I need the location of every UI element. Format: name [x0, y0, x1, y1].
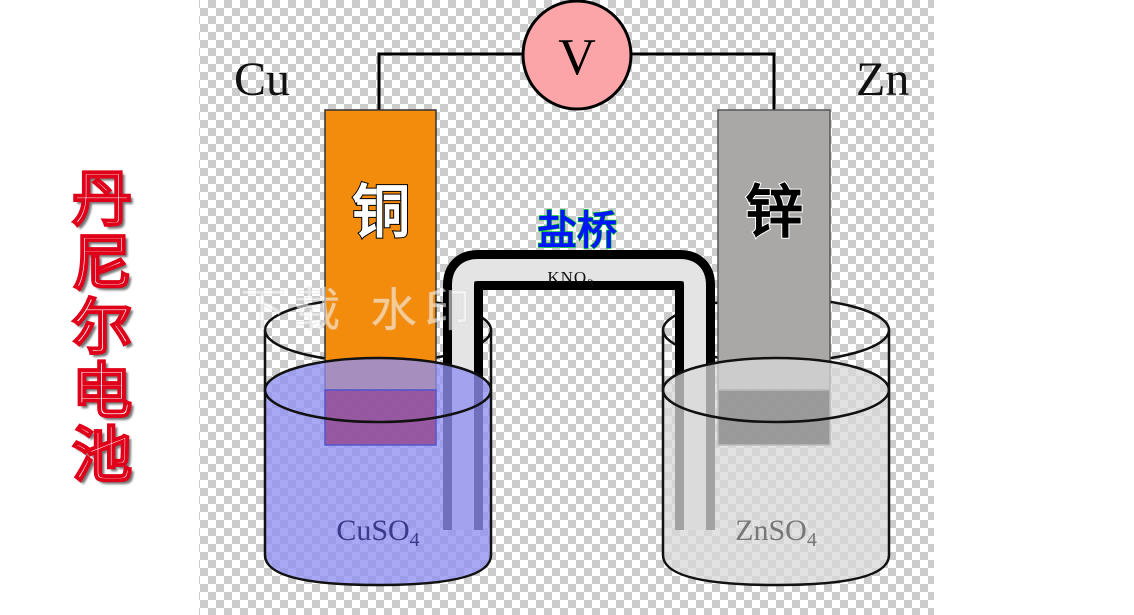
copper-symbol: Cu [234, 53, 290, 106]
title-char: 池 [71, 421, 133, 491]
voltmeter-label: V [558, 29, 596, 86]
znso4-main: ZnSO [735, 514, 807, 547]
copper-electrode [324, 109, 437, 391]
cuso4-subscript: 4 [410, 529, 420, 551]
wire-right [631, 52, 776, 110]
title-char: 电 [71, 357, 133, 427]
salt-bridge-label: 盐桥 [537, 208, 617, 254]
zinc-electrode [717, 109, 831, 391]
cuso4-label: CuSO4 [336, 514, 419, 551]
znso4-label: ZnSO4 [735, 514, 817, 551]
formula-main: KNO [547, 268, 587, 287]
zinc-symbol: Zn [856, 53, 909, 106]
title-char: 尼 [71, 229, 133, 299]
znso4-subscript: 4 [807, 529, 817, 551]
left-beaker-body [263, 330, 493, 587]
title-char: 尔 [71, 293, 133, 363]
salt-bridge-fill [452, 259, 706, 530]
salt-bridge-formula: KNO3 [547, 268, 594, 291]
copper-submerged [324, 389, 437, 446]
zinc-submerged [717, 389, 831, 446]
title-char: 丹 [71, 165, 133, 235]
wire-left [377, 52, 523, 110]
formula-subscript: 3 [587, 276, 595, 291]
watermark: 下载 水印 [240, 283, 479, 337]
zinc-electrode-label: 锌 [745, 178, 803, 246]
cuso4-main: CuSO [336, 514, 409, 547]
right-beaker-body [661, 330, 891, 587]
title-danniell-cell: 丹 尼 尔 电 池 [62, 165, 142, 491]
copper-electrode-label: 铜 [352, 178, 410, 246]
voltmeter [521, 0, 633, 111]
